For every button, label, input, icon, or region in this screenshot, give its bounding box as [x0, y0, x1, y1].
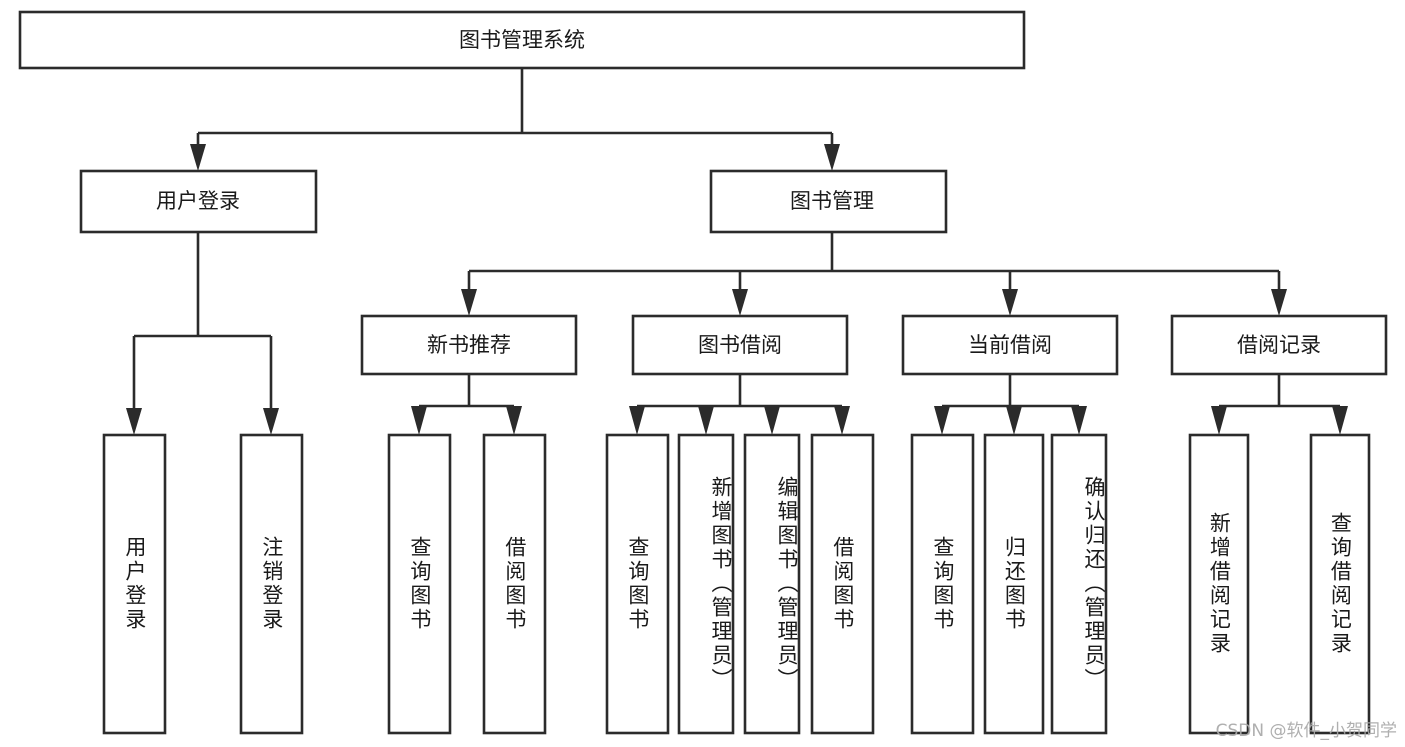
arrow-head-leaf-query-book-3	[934, 406, 950, 435]
node-new-book-recommend-label: 新书推荐	[427, 333, 511, 357]
node-leaf-return-book[interactable]	[983, 433, 1045, 735]
arrow-head-book-management	[824, 144, 840, 171]
node-book-borrow[interactable]	[631, 314, 849, 376]
arrow-head-leaf-user-login	[126, 408, 142, 435]
node-borrow-record[interactable]	[1170, 314, 1388, 376]
node-root[interactable]	[18, 10, 1026, 70]
node-leaf-edit-book[interactable]	[743, 433, 801, 735]
arrow-head-leaf-query-book-2	[629, 406, 645, 435]
node-new-book-recommend[interactable]	[360, 314, 578, 376]
node-leaf-logout[interactable]	[239, 433, 304, 735]
node-root-label: 图书管理系统	[459, 28, 585, 52]
node-book-borrow-label: 图书借阅	[698, 333, 782, 357]
nodes-layer: 图书管理系统 用户登录 图书管理 新书推荐 图书借阅 当前借阅 借阅记录	[18, 10, 1388, 735]
node-user-login[interactable]	[79, 169, 318, 234]
arrow-head-borrow-record	[1271, 289, 1287, 316]
node-leaf-user-login[interactable]	[102, 433, 167, 735]
arrow-head-leaf-confirm-return	[1071, 406, 1087, 435]
node-leaf-query-record[interactable]	[1309, 433, 1371, 735]
node-current-borrow-label: 当前借阅	[968, 333, 1052, 357]
node-current-borrow[interactable]	[901, 314, 1119, 376]
arrow-head-current-borrow	[1002, 289, 1018, 316]
node-leaf-add-record[interactable]	[1188, 433, 1250, 735]
node-leaf-query-book-3[interactable]	[910, 433, 975, 735]
arrow-head-book-borrow	[732, 289, 748, 316]
arrow-head-leaf-add-book	[698, 406, 714, 435]
arrow-head-leaf-borrow-book-1	[506, 406, 522, 435]
node-leaf-query-book-2[interactable]	[605, 433, 670, 735]
watermark-label: CSDN @软件_小贺同学	[1215, 721, 1397, 741]
arrow-head-leaf-edit-book	[764, 406, 780, 435]
node-book-management[interactable]	[709, 169, 948, 234]
arrow-head-user-login	[190, 144, 206, 171]
node-leaf-borrow-book-2[interactable]	[810, 433, 875, 735]
node-leaf-add-book[interactable]	[677, 433, 735, 735]
connectors-layer	[126, 68, 1348, 435]
node-leaf-query-book-1[interactable]	[387, 433, 452, 735]
arrow-head-leaf-query-record	[1332, 406, 1348, 435]
node-leaf-confirm-return[interactable]	[1050, 433, 1108, 735]
arrow-head-leaf-logout	[263, 408, 279, 435]
node-leaf-borrow-book-1[interactable]	[482, 433, 547, 735]
node-borrow-record-label: 借阅记录	[1237, 333, 1321, 357]
arrow-head-new-book-recommend	[461, 289, 477, 316]
node-user-login-label: 用户登录	[156, 189, 240, 213]
arrow-head-leaf-return-book	[1006, 406, 1022, 435]
node-book-management-label: 图书管理	[790, 189, 874, 213]
arrow-head-leaf-query-book-1	[411, 406, 427, 435]
arrow-head-leaf-borrow-book-2	[834, 406, 850, 435]
arrow-head-leaf-add-record	[1211, 406, 1227, 435]
